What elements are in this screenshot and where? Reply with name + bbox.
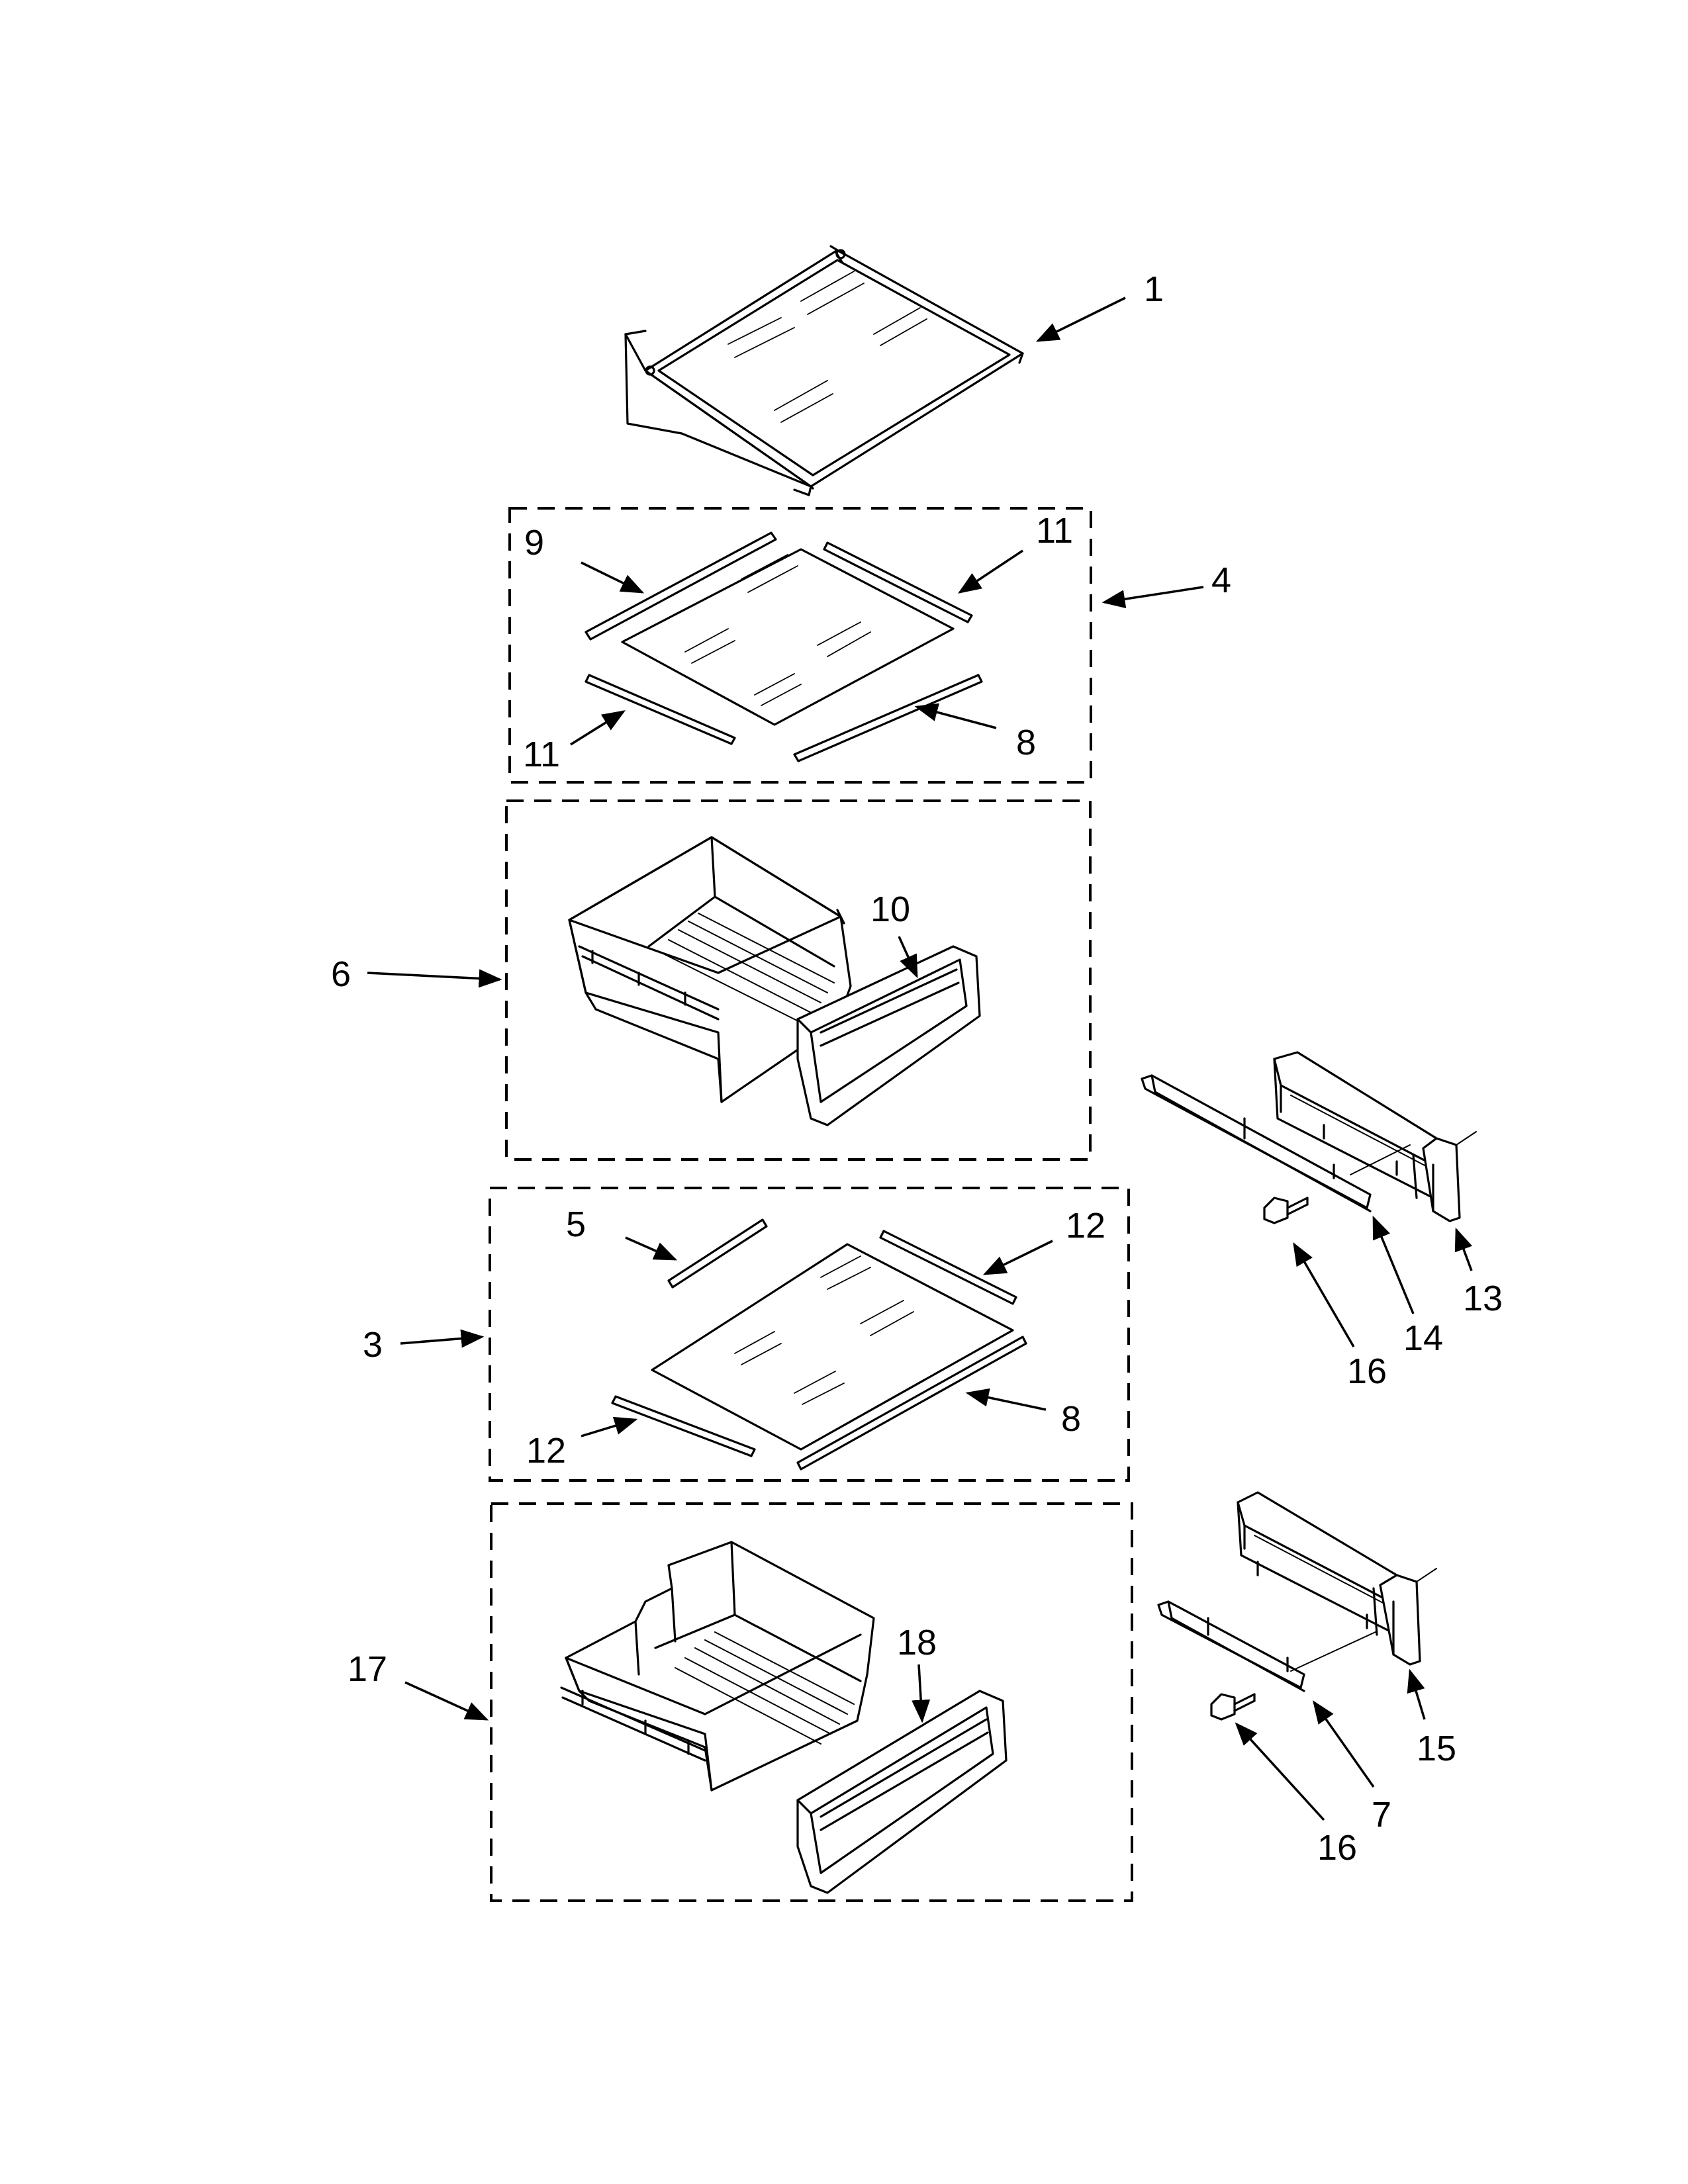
crisper-pan-part — [568, 836, 852, 1103]
group-box-shelf-kit — [508, 507, 1092, 784]
callout-16-upper: 16 — [1347, 1351, 1387, 1391]
lower-pan-part — [560, 1541, 875, 1792]
crisper-cover-trim-strips — [611, 1218, 1027, 1471]
callout-13: 13 — [1463, 1279, 1503, 1318]
callout-18: 18 — [897, 1623, 937, 1662]
callout-15: 15 — [1417, 1729, 1456, 1768]
callout-7: 7 — [1372, 1795, 1391, 1835]
shelf-assembly-part — [624, 245, 1024, 496]
leader-arrows — [367, 296, 1473, 1821]
crisper-drawer-front-part — [796, 945, 981, 1126]
callout-11-bottom: 11 — [523, 735, 560, 774]
group-box-crisper-drawer — [505, 799, 1092, 1161]
upper-screw-part — [1263, 1197, 1309, 1224]
callout-8-lower: 8 — [1061, 1399, 1081, 1439]
shelf-trim-strips — [585, 531, 983, 762]
callout-4: 4 — [1211, 561, 1231, 600]
lower-screw-part — [1210, 1693, 1256, 1721]
lower-drawer-front-part — [796, 1690, 1008, 1894]
upper-slide-rail-part — [1141, 1074, 1411, 1212]
callout-10: 10 — [870, 889, 910, 929]
group-box-crisper-cover — [489, 1187, 1130, 1482]
upper-slide-cover-part — [1273, 1051, 1438, 1199]
callout-11-top: 11 — [1036, 511, 1073, 551]
group-box-lower-drawer — [490, 1502, 1133, 1902]
crisper-cover-glass-part — [651, 1243, 1014, 1451]
callout-6: 6 — [331, 954, 351, 994]
lower-slide-rail-part — [1157, 1600, 1378, 1692]
lower-slide-cover-part — [1237, 1491, 1398, 1633]
callout-14: 14 — [1403, 1318, 1443, 1358]
callout-16-lower: 16 — [1317, 1828, 1357, 1868]
callout-12-bottom: 12 — [526, 1431, 566, 1471]
callout-3: 3 — [363, 1325, 383, 1365]
callout-12-top: 12 — [1066, 1206, 1105, 1246]
callout-5: 5 — [566, 1205, 586, 1244]
lower-end-cap-part — [1372, 1568, 1437, 1666]
callout-9: 9 — [524, 523, 544, 563]
callout-1: 1 — [1144, 269, 1164, 309]
callout-8-upper: 8 — [1016, 723, 1036, 762]
callout-17: 17 — [348, 1649, 387, 1689]
upper-end-cap-part — [1412, 1131, 1477, 1222]
glass-shelf-part — [621, 548, 955, 726]
callout-labels: 1 4 9 11 11 8 6 10 5 12 12 8 3 13 14 16 … — [331, 269, 1503, 1868]
